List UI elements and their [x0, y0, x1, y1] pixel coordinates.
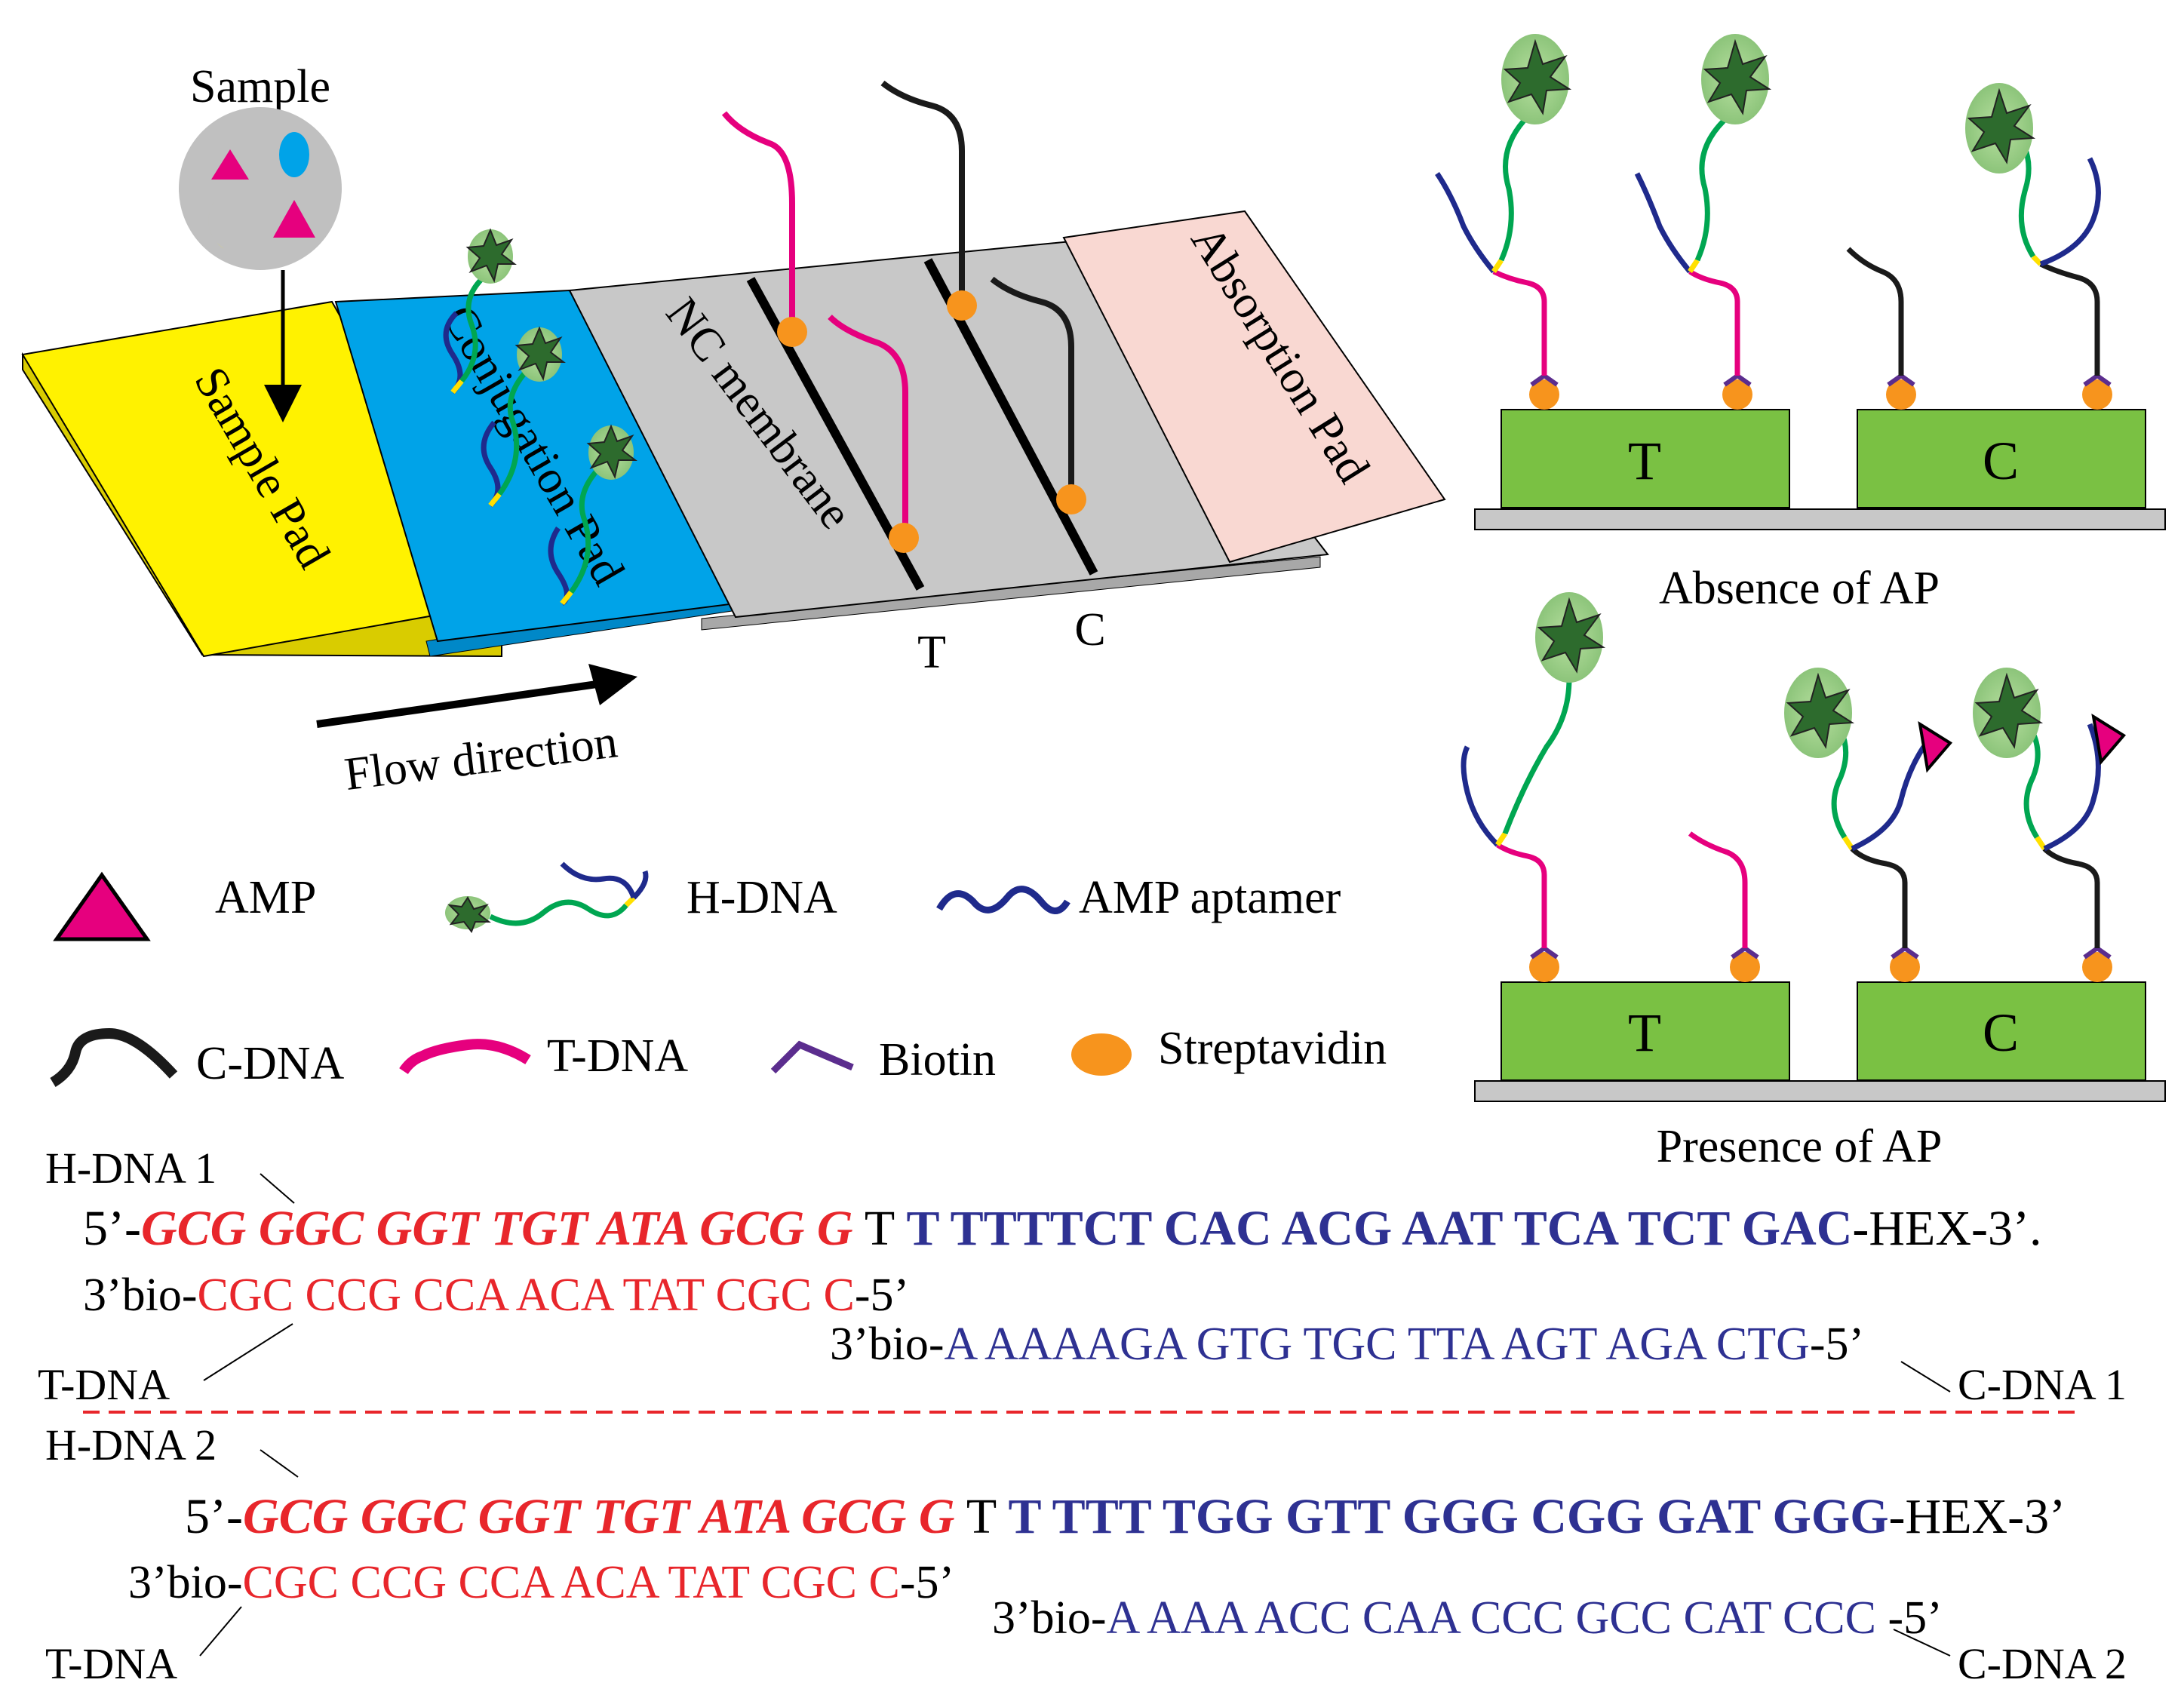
strip-hdna-conjugate	[443, 228, 517, 395]
t-line-label: T	[917, 627, 946, 678]
legend-biotin-label: Biotin	[879, 1034, 996, 1085]
legend-tdna-icon	[399, 1039, 531, 1075]
legend-streptavidin-label: Streptavidin	[1158, 1023, 1387, 1074]
presence-base	[1474, 1080, 2166, 1102]
strip-streptavidin	[947, 290, 977, 321]
strip-tdna-probe	[721, 111, 795, 327]
legend-hdna-icon	[445, 861, 649, 934]
cdna1-pointer	[1900, 1361, 1951, 1393]
cdna1-label: C-DNA 1	[1958, 1360, 2127, 1409]
streptavidin-dot	[1529, 379, 1559, 410]
sample-amp-icon	[273, 200, 315, 238]
strip-cdna-probe-2	[990, 276, 1074, 496]
hdna1-sequence: 5’-GCG GGC GGT TGT ATA GCG G T T TTTTCT …	[83, 1201, 2041, 1256]
tdna1-pointer	[203, 1323, 293, 1381]
hex-star-icon	[1967, 88, 2036, 164]
absorption-pad	[1062, 210, 1446, 563]
hex-star-icon	[1703, 38, 1772, 115]
hdna2-pointer	[260, 1449, 299, 1478]
hex-star-icon	[1974, 672, 2044, 749]
hdna1-pointer	[260, 1173, 295, 1204]
presence-t-block	[1501, 981, 1790, 1081]
strip-streptavidin	[777, 317, 807, 347]
sample-amp-icon	[211, 149, 249, 180]
c-line-label: C	[1074, 604, 1105, 656]
sample-circle	[179, 107, 342, 270]
cdna2-label: C-DNA 2	[1958, 1639, 2127, 1688]
sequences-set1: H-DNA 1 5’-GCG GGC GGT TGT ATA GCG G T T…	[38, 1144, 2127, 1409]
hdna2-sequence: 5’-GCG GGC GGT TGT ATA GCG G T T TTT TGG…	[185, 1489, 2066, 1544]
legend-tdna-label: T-DNA	[547, 1030, 688, 1082]
sample-oval-icon	[279, 132, 309, 177]
legend-streptavidin-icon	[1071, 1033, 1132, 1076]
strip-streptavidin	[1056, 484, 1086, 514]
flow-direction-arrowhead	[588, 664, 637, 705]
tdna2-sequence: 3’bio-CGC CCG CCA ACA TAT CGC C-5’	[128, 1557, 954, 1608]
absence-t-label: T	[1628, 431, 1661, 491]
legend-amp-icon	[53, 871, 151, 941]
flow-direction-arrow	[316, 679, 608, 728]
hex-star-icon	[1503, 38, 1572, 115]
legend-cdna-icon	[50, 1027, 178, 1088]
test-strip: Sample Pad Conjugation Pad NC membrane A…	[21, 61, 1446, 800]
cdna1-sequence: 3’bio-A AAAAGA GTG TGC TTA AGT AGA CTG-5…	[830, 1319, 1864, 1370]
tdna2-pointer	[199, 1606, 242, 1657]
legend-aptamer-icon	[936, 886, 1070, 914]
strip-cdna-probe	[880, 80, 965, 302]
absence-c-label: C	[1983, 431, 2019, 491]
strip-hdna-conjugate	[548, 424, 637, 606]
strip-tdna-probe-2	[828, 315, 908, 536]
bound-amp-icon	[2091, 713, 2127, 766]
hdna1-label: H-DNA 1	[45, 1144, 217, 1193]
hex-star-icon	[1786, 672, 1855, 749]
streptavidin-dot	[1886, 379, 1916, 410]
absence-caption: Absence of AP	[1659, 563, 1940, 614]
presence-caption: Presence of AP	[1657, 1121, 1943, 1172]
strip-hdna-conjugate	[481, 326, 566, 508]
presence-t-label: T	[1628, 1003, 1661, 1063]
presence-c-label: C	[1983, 1003, 2019, 1063]
legend-cdna-label: C-DNA	[196, 1038, 345, 1089]
hdna2-label: H-DNA 2	[45, 1420, 217, 1469]
sample-label: Sample	[190, 61, 330, 112]
absence-t-block	[1501, 409, 1790, 508]
legend-biotin-icon	[770, 1040, 854, 1074]
absence-c-block	[1857, 409, 2146, 508]
tdna1-label: T-DNA	[38, 1360, 170, 1409]
streptavidin-dot	[2082, 952, 2112, 982]
streptavidin-dot	[1890, 952, 1920, 982]
legend-hdna-label: H-DNA	[687, 872, 837, 923]
presence-panel: T C Presence of AP	[1461, 592, 2166, 1172]
legend-aptamer-label: AMP aptamer	[1079, 872, 1341, 923]
streptavidin-dot	[2082, 379, 2112, 410]
absence-base	[1474, 508, 2166, 530]
sequences-set2: H-DNA 2 5’-GCG GGC GGT TGT ATA GCG G T T…	[45, 1420, 2127, 1688]
hex-star-icon	[1537, 597, 1606, 674]
cdna2-sequence: 3’bio-A AAA ACC CAA CCC GCC CAT CCC -5’	[992, 1592, 1943, 1644]
legend: AMP H-DNA AMP aptamer C-DNA T-DNA Biotin…	[50, 861, 1387, 1089]
strip-streptavidin	[889, 523, 919, 553]
streptavidin-dot	[1529, 952, 1559, 982]
flow-direction-label: Flow direction	[342, 716, 620, 800]
streptavidin-dot	[1722, 379, 1752, 410]
presence-c-block	[1857, 981, 2146, 1081]
bound-amp-icon	[1918, 720, 1953, 773]
cdna2-pointer	[1893, 1629, 1951, 1657]
tdna1-sequence: 3’bio-CGC CCG CCA ACA TAT CGC C-5’	[83, 1270, 909, 1321]
absence-panel: T C Absence of AP	[1435, 34, 2166, 614]
legend-amp-label: AMP	[215, 872, 316, 923]
tdna2-label: T-DNA	[45, 1639, 177, 1688]
streptavidin-dot	[1730, 952, 1760, 982]
